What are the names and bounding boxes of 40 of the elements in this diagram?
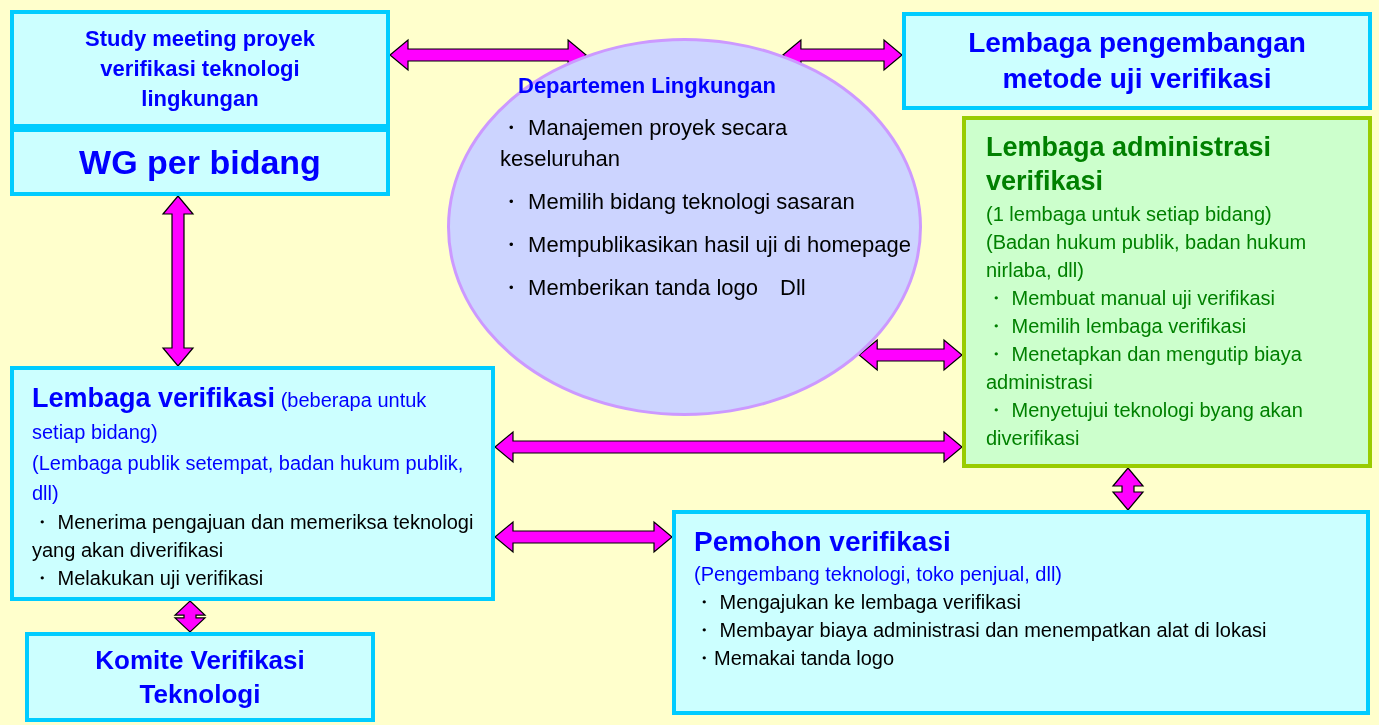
node-title: Study meeting proyek verifikasi teknologi lingkungan — [84, 25, 316, 113]
double-arrow — [494, 430, 963, 464]
node-text: ・ Mempublikasikan hasil uji di homepage — [500, 231, 912, 259]
node-text: ・ Memilih bidang teknologi sasaran — [500, 188, 856, 216]
double-arrow — [494, 520, 673, 554]
node-text: (1 lembaga untuk setiap bidang) — [986, 202, 1273, 227]
node-text: ・ Menetapkan dan mengutip biaya administrasi — [986, 342, 1303, 395]
node-text: ・ Membayar biaya administrasi dan menempatkan alat di lokasi — [694, 618, 1268, 643]
node-text: (Pengembang teknologi, toko penjual, dll) — [694, 562, 1064, 587]
node-text: ・ Manajemen proyek secara keseluruhan — [500, 114, 789, 173]
double-arrow — [389, 38, 588, 72]
process-box — [672, 510, 1370, 715]
node-text: (Badan hukum publik, badan hukum nirlaba, dll) — [986, 230, 1308, 283]
node-text: ・ Melakukan uji verifikasi — [32, 566, 265, 591]
node-title: Pemohon verifikasi — [694, 525, 952, 559]
node-title: WG per bidang — [79, 141, 321, 183]
node-text: ・ Membuat manual uji verifikasi — [986, 286, 1276, 311]
double-arrow — [1111, 467, 1145, 511]
double-arrow — [173, 600, 207, 633]
process-box — [25, 632, 375, 722]
node-title: Departemen Lingkungan — [517, 72, 777, 100]
process-box — [902, 12, 1372, 110]
node-text: (Lembaga publik setempat, badan hukum publik, dll) — [32, 451, 465, 506]
node-text: ・ Menyetujui teknologi byang akan diverifikasi — [986, 398, 1304, 451]
node-text: ・ Memberikan tanda logo Dll — [500, 274, 807, 302]
node-text: ・ Menerima pengajuan dan memeriksa teknologi yang akan diverifikasi — [32, 510, 475, 563]
node-title: Lembaga pengembangan metode uji verifikasi — [967, 26, 1307, 96]
process-box — [10, 10, 390, 128]
node-title: Lembaga administrasi verifikasi — [986, 131, 1273, 198]
node-text: ・ Mengajukan ke lembaga verifikasi — [694, 590, 1022, 615]
node-title: Komite Verifikasi Teknologi — [94, 644, 306, 711]
node-text: ・ Memilih lembaga verifikasi — [986, 314, 1248, 339]
double-arrow — [781, 38, 903, 72]
process-box — [962, 116, 1372, 468]
process-box — [10, 366, 495, 601]
node-text: ・Memakai tanda logo — [694, 646, 896, 671]
double-arrow — [858, 338, 963, 372]
node-title: Lembaga verifikasi (beberapa untuk setiap bidang) — [32, 382, 428, 445]
double-arrow — [161, 195, 195, 367]
process-box — [10, 128, 390, 196]
